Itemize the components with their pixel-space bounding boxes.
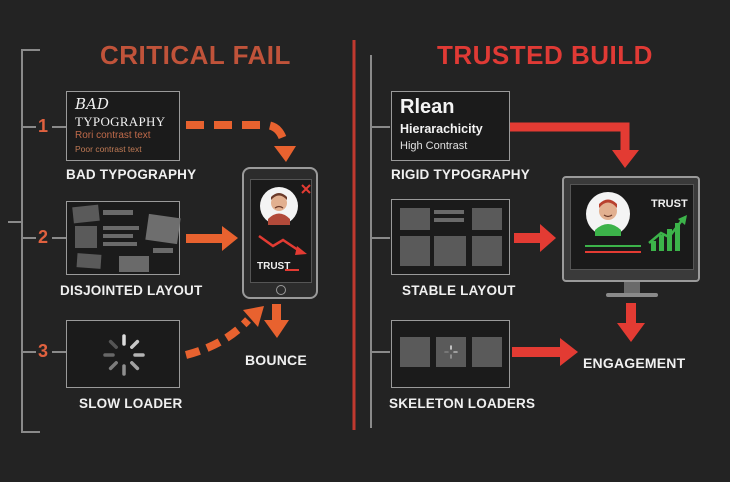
layout-block xyxy=(400,208,430,230)
right-bracket xyxy=(370,55,390,428)
arrow-2 xyxy=(186,226,238,251)
trend-down-icon xyxy=(258,234,307,255)
bad-typography-line2: TYPOGRAPHY xyxy=(75,114,166,129)
stable-layout-panel xyxy=(391,199,510,275)
layout-block xyxy=(76,253,102,269)
monitor-screen: TRUST xyxy=(570,184,694,270)
phone-trust-label: TRUST xyxy=(257,261,291,272)
layout-block xyxy=(472,208,502,230)
bad-typography-panel: BAD TYPOGRAPHY Rori contrast text Poor c… xyxy=(66,91,180,161)
bad-typography-line1: BAD xyxy=(75,95,109,113)
layout-line xyxy=(103,226,139,230)
slow-loader-panel xyxy=(66,320,180,388)
phone-device: TRUST xyxy=(242,167,318,299)
caption-skeleton-loaders: SKELETON LOADERS xyxy=(389,396,536,411)
caption-rigid-typography: RIGID TYPOGRAPHY xyxy=(391,167,530,182)
step-number-1: 1 xyxy=(38,116,49,136)
layout-line xyxy=(103,234,133,238)
bounce-arrow xyxy=(264,304,289,338)
bounce-label: BOUNCE xyxy=(245,352,307,368)
right-title: TRUSTED BUILD xyxy=(437,40,653,70)
phone-home-button xyxy=(276,285,286,295)
monitor-underline xyxy=(585,245,641,247)
layout-block xyxy=(75,226,97,248)
layout-block xyxy=(434,236,466,266)
monitor-trust-label: TRUST xyxy=(651,198,688,210)
trend-up-bar-chart-icon xyxy=(648,215,687,251)
layout-line xyxy=(434,218,464,222)
right-arrow-2 xyxy=(514,224,556,252)
right-arrow-1 xyxy=(488,122,639,168)
rigid-typography-line3: High Contrast xyxy=(400,140,468,152)
skeleton-block xyxy=(436,337,466,367)
rigid-typography-panel: Rlean Hierarachicity High Contrast xyxy=(391,91,510,161)
monitor-device: TRUST xyxy=(562,176,700,282)
dashed-arrow-1 xyxy=(186,121,296,162)
rigid-typography-line2: Hierarachicity xyxy=(400,122,483,136)
monitor-stand-neck xyxy=(624,282,640,294)
smiling-user-avatar-icon xyxy=(586,192,630,236)
step-number-3: 3 xyxy=(38,341,49,361)
loading-spinner-icon xyxy=(103,334,145,376)
skeleton-block xyxy=(472,337,502,367)
right-arrow-3 xyxy=(512,338,578,366)
layout-line xyxy=(103,242,137,246)
layout-block xyxy=(400,236,430,266)
left-bracket xyxy=(8,49,66,433)
close-x-icon xyxy=(301,184,311,194)
bad-typography-line4: Poor contrast text xyxy=(75,144,142,154)
phone-screen: TRUST xyxy=(250,179,312,283)
caption-bad-typography: BAD TYPOGRAPHY xyxy=(66,167,197,182)
skeleton-loaders-panel xyxy=(391,320,510,388)
rigid-typography-line1: Rlean xyxy=(400,96,455,118)
monitor-underline-red xyxy=(585,251,641,253)
monitor-stand-base xyxy=(606,293,658,297)
layout-block xyxy=(472,236,502,266)
layout-line xyxy=(103,210,133,215)
step-number-2: 2 xyxy=(38,227,49,247)
dashed-arrow-3 xyxy=(184,306,264,359)
skeleton-block xyxy=(400,337,430,367)
layout-line xyxy=(153,248,173,253)
trust-underline xyxy=(285,269,299,271)
engagement-label: ENGAGEMENT xyxy=(583,355,686,371)
caption-slow-loader: SLOW LOADER xyxy=(79,396,183,411)
monitor-down-arrow xyxy=(617,303,645,342)
layout-block xyxy=(145,213,181,245)
layout-block xyxy=(119,256,149,272)
layout-block xyxy=(72,204,100,224)
frowning-user-avatar-icon xyxy=(260,187,298,225)
bad-typography-line3: Rori contrast text xyxy=(75,130,151,141)
disjointed-layout-panel xyxy=(66,201,181,275)
caption-disjointed-layout: DISJOINTED LAYOUT xyxy=(60,283,203,298)
left-title: CRITICAL FAIL xyxy=(100,40,291,70)
small-spinner-icon xyxy=(444,345,458,359)
layout-line xyxy=(434,210,464,214)
caption-stable-layout: STABLE LAYOUT xyxy=(402,283,516,298)
